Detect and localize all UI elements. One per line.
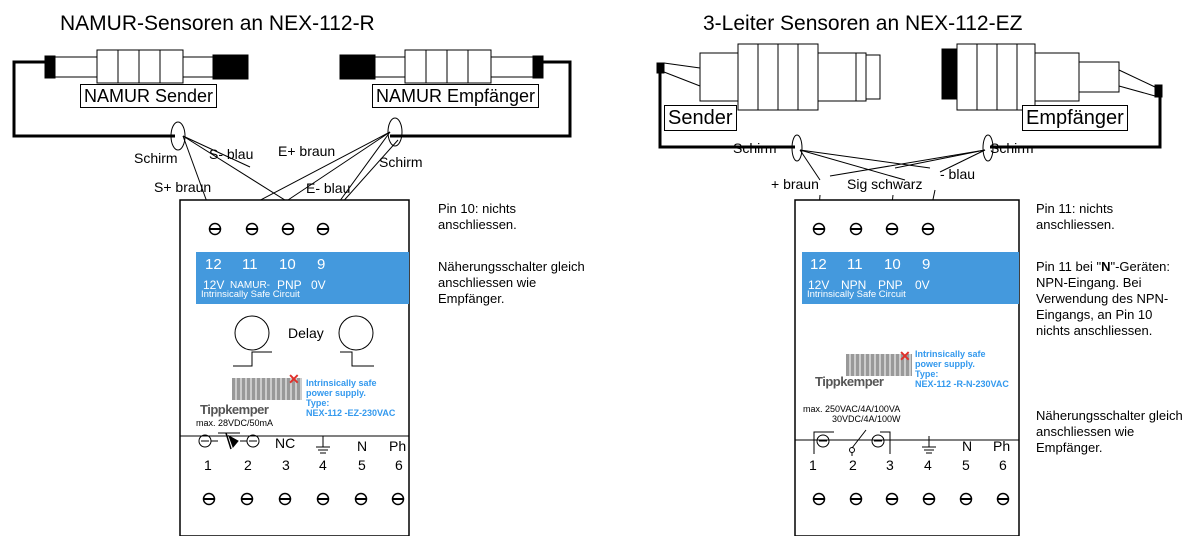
left-info-line4: NEX-112 -EZ-230VAC [306,408,396,418]
left-term-label-3: NC [275,435,296,451]
right-note-npn-part2: "-Geräten: NPN-Eingang. Bei Verwendung d… [1036,259,1171,338]
right-info-block: Intrinsically safe power supply. Type: N… [915,349,1020,389]
left-band-sig-namur: NAMUR- [230,280,270,291]
left-band-circuit: Intrinsically Safe Circuit [201,289,300,300]
left-cables [12,60,572,138]
right-term-num-2: 2 [849,457,857,473]
left-band-sig-12v: 12V [203,278,225,292]
wire-s-plus-label: S+ braun [154,179,212,195]
right-shield-label-right: Schirm [990,140,1034,156]
left-terminal-band: 12 11 10 9 12V NAMUR- PNP 0V Intrinsical… [196,252,409,304]
right-note-pin11: Pin 11: nichts anschliessen. [1036,201,1115,232]
left-band-sig-0v: 0V [311,278,326,292]
3wire-receiver-label: Empfänger [1026,107,1124,129]
right-term-label-6: Ph [993,438,1011,454]
left-term-label-6: Ph [389,438,407,454]
right-relay-symbol [813,429,891,456]
right-note-proximity: Näherungsschalter gleich anschliessen wi… [1036,408,1183,455]
left-note-pin10: Pin 10: nichts anschliessen. [438,201,517,232]
delay-label: Delay [288,325,324,341]
left-title: NAMUR-Sensoren an NEX-112-R [60,12,375,35]
right-band-num-10: 10 [884,256,901,273]
wire-e-plus-label: E+ braun [278,143,336,159]
left-info-line3: Type: [306,398,330,408]
left-brand-logo-x-icon: ✕ [288,371,300,387]
left-delay-knobs [233,315,374,367]
wire-e-minus-label: E- blau [306,180,351,196]
3wire-receiver-sensor [941,43,1163,111]
left-note-proximity: Näherungsschalter gleich anschliessen wi… [438,259,585,306]
right-term-num-6: 6 [999,457,1007,473]
right-brand-logo: Tippkemper [815,374,884,389]
right-rating-1: max. 250VAC/4A/100VA [803,404,901,414]
namur-sender-label-box: NAMUR Sender [80,84,218,108]
wire-minus-blue-label: - blau [940,166,976,182]
right-band-sig-12v: 12V [808,278,830,292]
left-term-num-2: 2 [244,457,252,473]
right-shield-label-left: Schirm [379,154,423,170]
right-info-line3: Type: [915,369,939,379]
right-brand-logo-mark [846,354,912,376]
left-term-num-1: 1 [204,457,212,473]
right-rating-2: 30VDC/4A/100W [832,414,901,424]
right-note-npn: Pin 11 bei "N"-Geräten: NPN-Eingang. Bei… [1036,259,1186,339]
left-band-sig-pnp: PNP [277,278,302,292]
left-shield-label: Schirm [134,150,178,166]
left-rating: max. 28VDC/50mA [196,418,274,428]
right-band-sig-pnp: PNP [878,278,903,292]
left-info-block: Intrinsically safe power supply. Type: N… [306,378,416,418]
right-terminal-band: 12 11 10 9 12V NPN PNP 0V Intrinsically … [802,252,1019,304]
right-term-num-4: 4 [924,457,932,473]
left-info-line1: Intrinsically safe [306,378,377,388]
right-band-sig-0v: 0V [915,278,930,292]
namur-sender-label: NAMUR Sender [84,86,214,106]
left-term-num-5: 5 [358,457,366,473]
namur-receiver-label-box: NAMUR Empfänger [372,84,540,108]
right-info-line2: power supply. [915,359,975,369]
namur-sender-sensor [44,49,249,84]
right-cables [658,62,1162,149]
left-contact-symbol [198,432,260,450]
right-info-line1: Intrinsically safe [915,349,986,359]
left-band-num-12: 12 [205,256,222,273]
right-term-num-3: 3 [886,457,894,473]
right-shield-label-left: Schirm [733,140,777,156]
right-brand-logo-x-icon: ✕ [899,348,911,364]
wire-plus-brown-label: + braun [771,176,819,192]
left-term-label-5: N [357,438,368,454]
right-shield-ellipses [791,134,994,162]
3wire-receiver-label-box: Empfänger [1022,105,1128,131]
left-info-line2: power supply. [306,388,366,398]
left-term-num-6: 6 [395,457,403,473]
right-term-num-5: 5 [962,457,970,473]
left-band-num-11: 11 [242,256,258,273]
right-note-npn-bold: N [1101,259,1111,274]
left-band-num-10: 10 [279,256,296,273]
right-note-npn-part1: Pin 11 bei " [1036,259,1102,274]
left-term-num-3: 3 [282,457,290,473]
right-title: 3-Leiter Sensoren an NEX-112-EZ [703,12,1023,35]
namur-receiver-label: NAMUR Empfänger [376,86,536,106]
left-brand-logo: Tippkemper [200,402,269,417]
left-band-num-9: 9 [317,256,326,273]
right-band-num-11: 11 [847,256,863,273]
left-device-body [179,199,410,536]
wire-sig-black-label: Sig schwarz [847,176,923,192]
wire-s-minus-label: S- blau [209,146,254,162]
right-band-circuit: Intrinsically Safe Circuit [807,289,906,300]
ground-symbols [316,436,936,454]
left-shield-ellipses [170,117,403,151]
3wire-sender-sensor [656,43,881,111]
namur-receiver-sensor [339,49,544,84]
left-term-num-4: 4 [319,457,327,473]
right-band-sig-npn: NPN [841,278,867,292]
right-info-line4: NEX-112 -R-N-230VAC [915,379,1009,389]
left-brand-logo-mark [232,378,302,400]
right-band-num-12: 12 [810,256,827,273]
3wire-sender-label: Sender [668,107,733,129]
right-term-label-5: N [962,438,973,454]
right-term-num-1: 1 [809,457,817,473]
right-band-num-9: 9 [922,256,931,273]
3wire-sender-label-box: Sender [664,105,737,131]
